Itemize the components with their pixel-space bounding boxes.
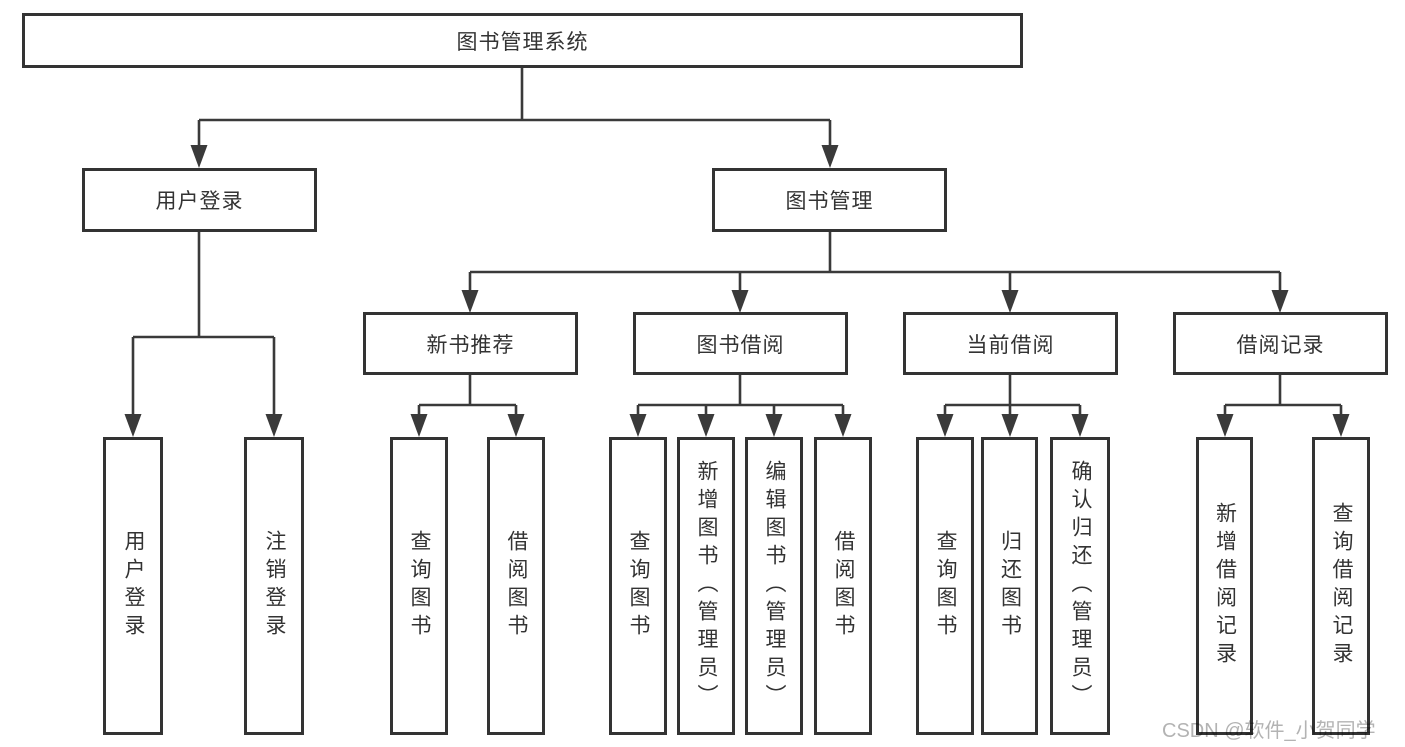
leaf-current-return-books: 归还图书: [981, 437, 1038, 735]
node-book-borrow: 图书借阅: [633, 312, 848, 375]
leaf-recommend-borrow-books: 借阅图书: [487, 437, 545, 735]
csdn-watermark: CSDN @软件_小贺同学: [1162, 720, 1376, 742]
leaf-current-confirm-return-admin: 确认归还（管理员）: [1050, 437, 1110, 735]
leaf-records-add-borrow-record: 新增借阅记录: [1196, 437, 1253, 735]
leaf-borrow-add-books-admin: 新增图书（管理员）: [677, 437, 735, 735]
leaf-current-query-books: 查询图书: [916, 437, 974, 735]
leaf-logout: 注销登录: [244, 437, 304, 735]
leaf-recommend-query-books: 查询图书: [390, 437, 448, 735]
leaf-borrow-query-books: 查询图书: [609, 437, 667, 735]
leaf-borrow-borrow-books: 借阅图书: [814, 437, 872, 735]
leaf-user-login: 用户登录: [103, 437, 163, 735]
node-root-system: 图书管理系统: [22, 13, 1023, 68]
leaf-borrow-edit-books-admin: 编辑图书（管理员）: [745, 437, 803, 735]
node-book-management: 图书管理: [712, 168, 947, 232]
node-user-login: 用户登录: [82, 168, 317, 232]
arrowhead-icons: [124, 145, 1350, 437]
leaf-records-query-borrow-record: 查询借阅记录: [1312, 437, 1370, 735]
connector-lines: [131, 66, 1343, 419]
node-current-borrow: 当前借阅: [903, 312, 1118, 375]
node-borrow-records: 借阅记录: [1173, 312, 1388, 375]
node-new-book-recommend: 新书推荐: [363, 312, 578, 375]
